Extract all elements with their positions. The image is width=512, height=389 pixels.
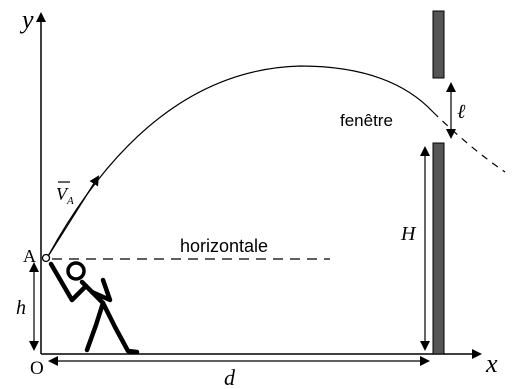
y-axis-label: y xyxy=(19,5,34,34)
height-h-label: h xyxy=(16,297,26,319)
figure-leg-front xyxy=(84,300,106,353)
launch-point xyxy=(41,253,51,263)
point-a-label: A xyxy=(23,246,36,266)
figure-leg-back xyxy=(100,300,140,355)
figure-arm-throwing xyxy=(48,261,89,303)
velocity-subscript: A xyxy=(66,195,74,207)
stick-figure xyxy=(48,261,140,355)
wall-lower xyxy=(432,142,445,355)
figure-head xyxy=(66,261,86,281)
figure-arm-back xyxy=(89,277,113,303)
wall-upper xyxy=(432,10,445,79)
horizontal-label: horizontale xyxy=(180,236,268,256)
x-axis-label: x xyxy=(485,349,498,378)
origin-label: O xyxy=(30,358,44,379)
velocity-label: VA xyxy=(56,184,74,207)
wall-height-label: H xyxy=(400,223,417,245)
trajectory-curve xyxy=(46,65,434,259)
velocity-vector xyxy=(46,175,100,259)
window-label: fenêtre xyxy=(340,111,393,130)
window-size-label: ℓ xyxy=(457,101,466,123)
distance-d-label: d xyxy=(224,365,236,389)
